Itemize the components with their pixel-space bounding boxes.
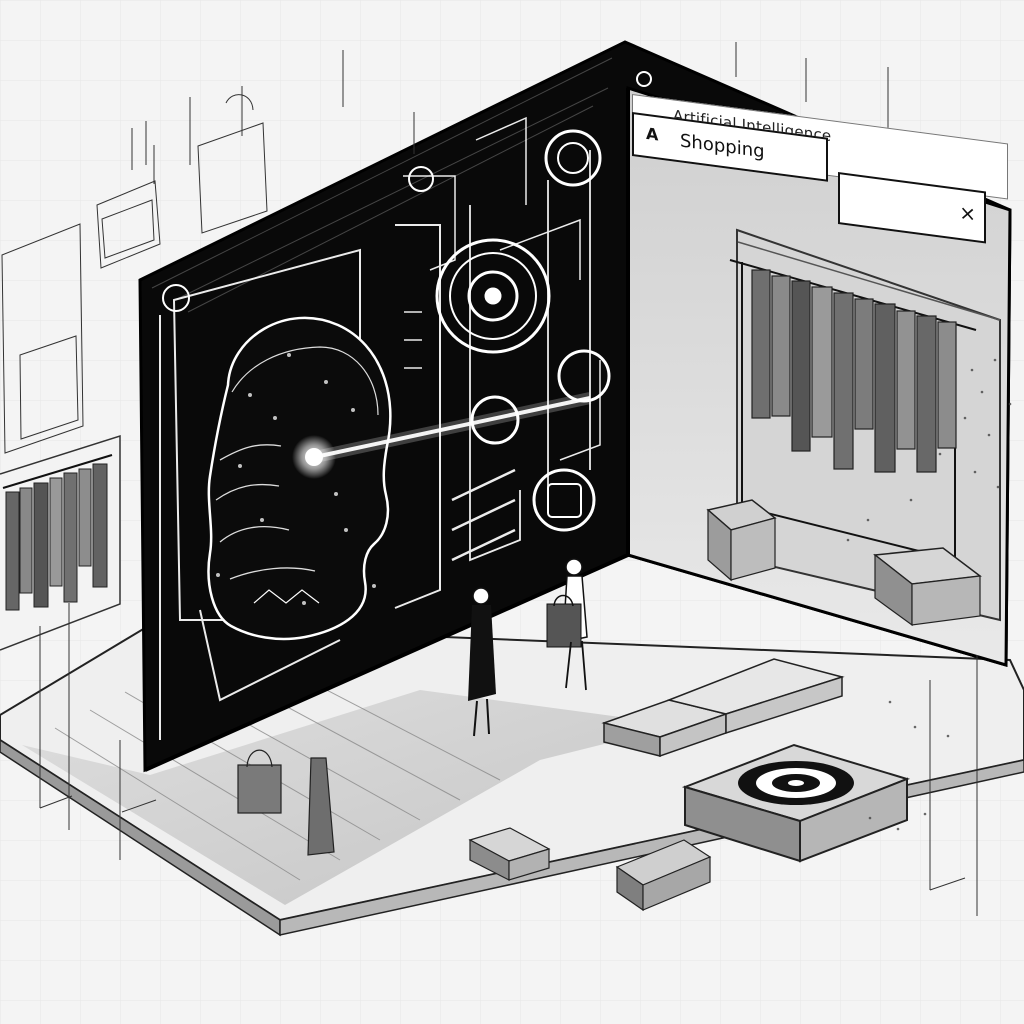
podium-target bbox=[681, 743, 911, 863]
stairs bbox=[601, 658, 845, 758]
floor-props bbox=[237, 749, 712, 912]
close-icon[interactable]: × bbox=[959, 199, 976, 227]
ai-head-hologram bbox=[207, 316, 592, 641]
search-query: Shopping bbox=[680, 130, 765, 163]
clothing-store bbox=[706, 228, 1001, 627]
sketch-annotations bbox=[1, 42, 978, 916]
shopper-with-bag bbox=[546, 558, 588, 691]
circuit-pattern bbox=[159, 116, 601, 740]
shopper-woman-dress bbox=[468, 587, 496, 737]
ui-widgets bbox=[162, 71, 652, 532]
particles bbox=[846, 358, 1012, 831]
left-clothing-rack bbox=[0, 434, 121, 651]
search-prefix: A bbox=[646, 123, 659, 145]
